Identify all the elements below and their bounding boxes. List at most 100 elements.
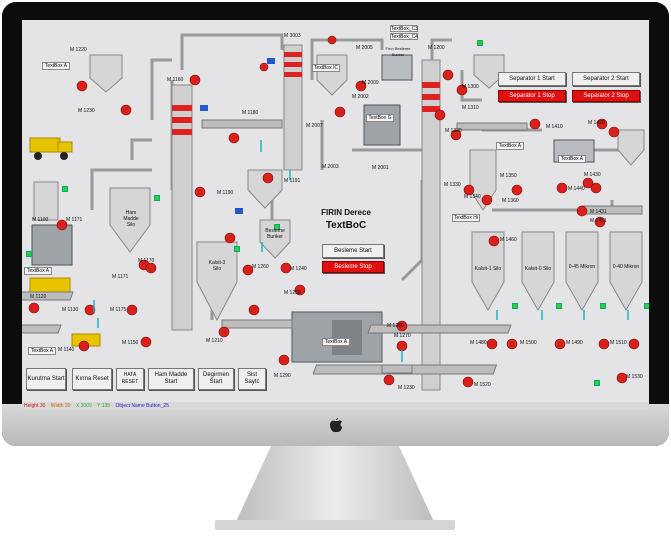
motor-label: M 1320 xyxy=(445,128,462,134)
motor-label: M 1150 xyxy=(122,340,139,346)
status-bar: Height 30 Width 30 X 3009 Y 135 Object N… xyxy=(22,402,649,410)
motor-label: M 2007 xyxy=(306,123,323,129)
run-indicator xyxy=(556,303,562,309)
run-indicator xyxy=(594,380,600,386)
motor-label: M 1360 xyxy=(502,198,519,204)
motor-label: M 1290 xyxy=(274,373,291,379)
motor-label: M 1120 xyxy=(30,294,47,300)
scada-screen: FIRIN Derece TextBoC Ham Madde Silo Kals… xyxy=(22,20,649,410)
motor-label: M 1191 xyxy=(284,178,301,184)
motor-label: M 1171 xyxy=(66,217,83,223)
motor-label: M 1530 xyxy=(626,374,643,380)
firin-derece-label: FIRIN Derece xyxy=(321,208,371,217)
silo-0-45: 0-45 Mikron xyxy=(568,264,596,270)
motor-label: M 1210 xyxy=(206,338,223,344)
motor-label: M 1200 xyxy=(428,45,445,51)
textbox[interactable]: TextBox_C4 xyxy=(390,33,418,40)
motor-label: M 1140 xyxy=(58,347,75,353)
separator2-stop-button[interactable]: Separator 2 Stop xyxy=(572,90,640,102)
silo-ham-madde: Ham Madde Silo xyxy=(123,210,139,228)
motor-label: M 1171 xyxy=(112,274,129,280)
silo-firin-besleme: Fırın Besleme Bunker xyxy=(385,46,411,57)
motor-label: M 1330 xyxy=(444,182,461,188)
textbox[interactable]: TextBox G xyxy=(366,114,394,122)
kurutma-start-button[interactable]: Kurutma Start xyxy=(26,368,66,390)
motor-label: M 1430 xyxy=(584,172,601,178)
plant-diagram xyxy=(22,33,645,391)
motor-label: M 1340 xyxy=(464,194,481,200)
separator1-stop-button[interactable]: Separator 1 Stop xyxy=(498,90,566,102)
motor-label: M 1480 xyxy=(470,340,487,346)
separator2-start-button[interactable]: Separator 2 Start xyxy=(572,72,640,86)
flow-arrows xyxy=(93,140,629,362)
run-indicator xyxy=(644,303,649,309)
run-indicator xyxy=(62,186,68,192)
sist-saytc-button[interactable]: Sist Saytc xyxy=(238,368,266,390)
motor-label: M 1170 xyxy=(138,258,155,264)
run-indicator xyxy=(234,246,240,252)
monitor-base xyxy=(215,520,455,530)
motor-label: M 1240 xyxy=(290,266,307,272)
run-indicator xyxy=(600,303,606,309)
motor-label: M 1130 xyxy=(62,307,79,313)
motor-label: M 1190 xyxy=(217,190,234,196)
monitor-stand xyxy=(235,446,435,524)
motor-label: M 1451 xyxy=(590,218,607,224)
textbox[interactable]: TextBox A xyxy=(28,347,56,355)
motor-label: M 1500 xyxy=(520,340,537,346)
apple-logo-icon xyxy=(330,418,342,433)
run-indicator xyxy=(477,40,483,46)
motor-label: M 1520 xyxy=(474,382,491,388)
besleme-start-button[interactable]: Besleme Start xyxy=(322,244,384,258)
silo-0-40: 0-40 Mikron xyxy=(612,264,640,270)
valve-icons xyxy=(200,58,275,214)
textbox[interactable]: TextBox Hi xyxy=(452,214,480,222)
silo-besleme: Besleme Bunker xyxy=(265,228,285,240)
motor-label: M 2001 xyxy=(372,165,389,171)
motor-label: M 1280 xyxy=(387,323,404,329)
motor-label: M 1100 xyxy=(32,217,49,223)
ham-madde-start-button[interactable]: Ham Madde Start xyxy=(148,368,194,390)
motor-label: M 1410 xyxy=(546,124,563,130)
motor-label: M 2003 xyxy=(322,164,339,170)
motor-icons xyxy=(28,35,640,388)
kirma-reset-button[interactable]: Kırma Reset xyxy=(72,368,112,390)
motor-label: M 1180 xyxy=(242,110,259,116)
motor-label: M 1440 xyxy=(568,186,585,192)
status-width: Width 30 xyxy=(50,403,71,409)
run-indicator xyxy=(274,224,280,230)
motor-label: M 1160 xyxy=(167,77,184,83)
textbox[interactable]: TextBox A xyxy=(496,142,524,150)
motor-label: M 2009 xyxy=(362,80,379,86)
status-y: Y 135 xyxy=(97,403,111,409)
status-height: Height 30 xyxy=(24,403,46,409)
motor-label: M 1420 xyxy=(588,120,605,126)
motor-label: M 1310 xyxy=(462,105,479,111)
textbox[interactable]: TextBox A xyxy=(558,155,586,163)
besleme-stop-button[interactable]: Besleme Stop xyxy=(322,261,384,273)
textbox[interactable]: TextBox A xyxy=(24,267,52,275)
silo-kalsit1: Kalsit-1 Silo xyxy=(474,266,502,272)
motor-label: M 1510 xyxy=(610,340,627,346)
textbox[interactable]: TextBox_C3 xyxy=(390,25,418,32)
motor-label: M 1431 xyxy=(590,209,607,215)
textbox[interactable]: TextBox A xyxy=(42,62,70,70)
textbox[interactable]: TextBox A xyxy=(322,338,350,346)
firin-temp-textbox: TextBoC xyxy=(325,220,367,231)
degirmen-start-button[interactable]: Degirmen Start xyxy=(198,368,234,390)
motor-label: M 1350 xyxy=(500,173,517,179)
motor-label: M 1270 xyxy=(394,333,411,339)
motor-label: M 1175 xyxy=(110,307,127,313)
motor-label: M 1460 xyxy=(500,237,517,243)
hata-reset-button[interactable]: HATA RESET xyxy=(116,368,144,390)
motor-label: M 1300 xyxy=(462,84,479,90)
silo-kalsit3: Kalsit-3 Silo xyxy=(208,260,226,272)
run-indicator xyxy=(26,251,32,257)
textbox[interactable]: TextBox IC xyxy=(312,64,340,72)
silo-kalsit0: Kalsit-0 Silo xyxy=(524,266,552,272)
motor-label: M 1250 xyxy=(284,290,301,296)
run-indicator xyxy=(512,303,518,309)
run-indicator xyxy=(154,195,160,201)
motor-label: M 1220 xyxy=(70,47,87,53)
separator1-start-button[interactable]: Separator 1 Start xyxy=(498,72,566,86)
